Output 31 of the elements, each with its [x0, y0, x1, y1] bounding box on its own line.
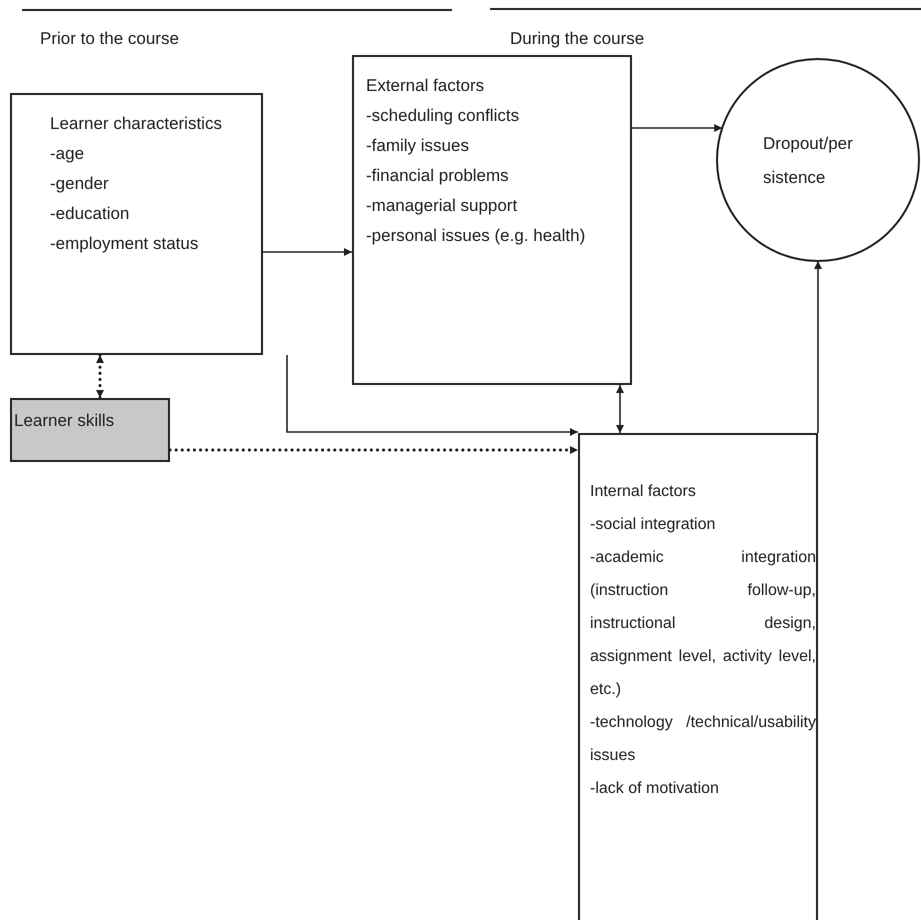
process-box — [352, 55, 632, 385]
list-item: -age — [50, 143, 86, 165]
list-item: -personal issues (e.g. health) — [366, 225, 586, 247]
list-item: -employment status — [50, 233, 200, 255]
list-item: -managerial support — [366, 195, 518, 217]
list-item: -academic integration (instruction follow-up, instructional design, assignment level, activity level, etc.) — [590, 548, 816, 700]
box-heading: External factors — [366, 75, 486, 97]
arrow — [814, 261, 822, 433]
arrow — [286, 355, 578, 436]
list-item: -lack of motivation — [590, 779, 720, 799]
dotted-arrow — [96, 354, 104, 400]
list-item: -social integration — [590, 515, 716, 535]
phase-label: Prior to the course — [40, 28, 179, 50]
arrow — [263, 248, 352, 256]
box-heading: Learner characteristics — [50, 113, 223, 135]
arrow — [632, 124, 722, 132]
list-item: -scheduling conflicts — [366, 105, 520, 127]
box-heading: Learner skills — [14, 410, 116, 432]
outcome-label: Dropout/persistence — [763, 133, 854, 189]
phase-label: During the course — [510, 28, 644, 50]
list-item: -gender — [50, 173, 110, 195]
list-item: -technology /technical/usability issues — [590, 713, 816, 766]
list-item: -education — [50, 203, 130, 225]
process-box — [578, 433, 818, 920]
list-item: -financial problems — [366, 165, 510, 187]
process-box — [10, 93, 263, 355]
skills-box — [10, 398, 170, 462]
box-heading: Internal factors — [590, 482, 697, 502]
arrow — [616, 385, 624, 433]
list-item: -family issues — [366, 135, 470, 157]
dotted-arrow — [168, 446, 580, 454]
